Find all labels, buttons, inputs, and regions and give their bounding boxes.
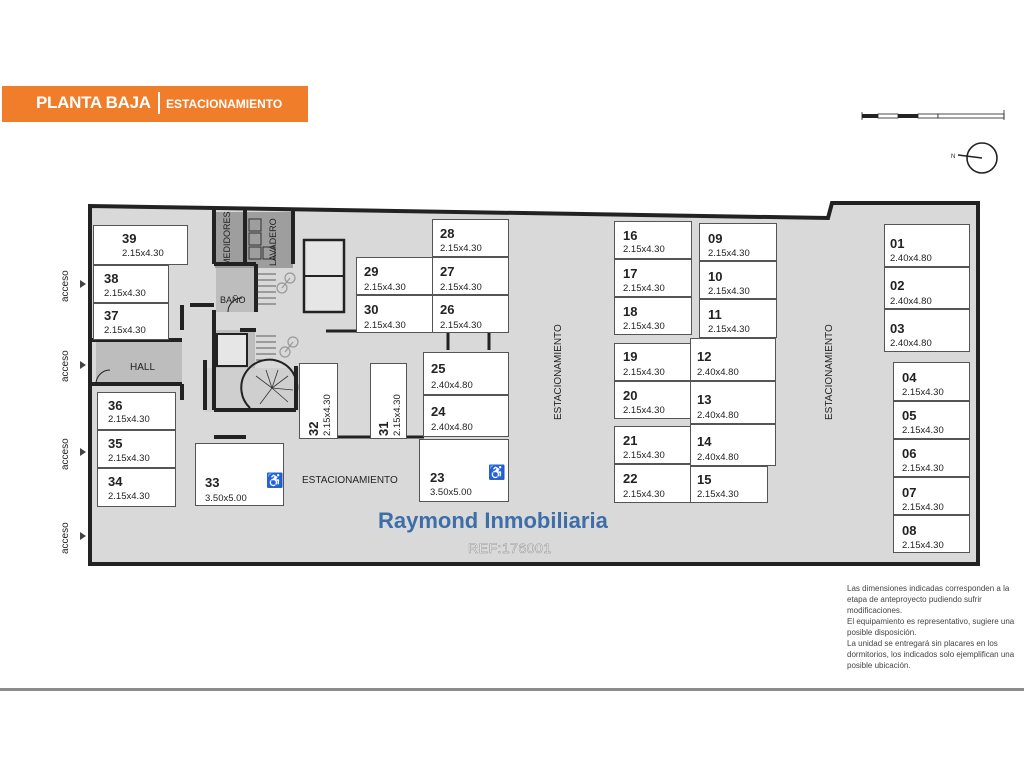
- medidores-label: MEDIDORES: [222, 211, 232, 266]
- access-label: acceso: [60, 522, 71, 554]
- brand-watermark: Raymond Inmobiliaria: [378, 508, 608, 533]
- parking-spot-14[interactable]: 14 2.40x4.80: [690, 424, 776, 466]
- access-label: acceso: [60, 270, 71, 302]
- wheelchair-icon: ♿: [266, 472, 284, 488]
- parking-spot-31[interactable]: 31 2.15x4.30: [370, 363, 407, 439]
- parking-spot-29[interactable]: 29 2.15x4.30: [356, 257, 433, 295]
- footer-divider: [0, 688, 1024, 691]
- title-separator: [158, 92, 160, 114]
- note-2: El equipamiento es representativo, sugie…: [847, 617, 1015, 637]
- bano-label: BAÑO: [220, 295, 246, 305]
- parking-spot-20[interactable]: 20 2.15x4.30: [614, 381, 692, 419]
- parking-spot-37[interactable]: 37 2.15x4.30: [93, 303, 169, 340]
- parking-spot-34[interactable]: 34 2.15x4.30: [97, 468, 176, 507]
- parking-spot-10[interactable]: 10 2.15x4.30: [699, 261, 777, 299]
- parking-area-label: ESTACIONAMIENTO: [302, 475, 398, 486]
- parking-spot-12[interactable]: 12 2.40x4.80: [690, 338, 776, 381]
- parking-spot-27[interactable]: 27 2.15x4.30: [432, 257, 509, 295]
- parking-spot-19[interactable]: 19 2.15x4.30: [614, 343, 692, 381]
- parking-spot-32[interactable]: 32 2.15x4.30: [299, 363, 338, 439]
- parking-spot-36[interactable]: 36 2.15x4.30: [97, 392, 176, 430]
- parking-spot-06[interactable]: 06 2.15x4.30: [893, 439, 970, 477]
- parking-spot-30[interactable]: 30 2.15x4.30: [356, 295, 433, 333]
- hall-label: HALL: [130, 362, 156, 373]
- parking-spot-02[interactable]: 02 2.40x4.80: [884, 267, 970, 309]
- parking-spot-39[interactable]: 39 2.15x4.30: [93, 225, 188, 265]
- access-label: acceso: [60, 350, 71, 382]
- north-arrow-icon: N: [951, 142, 998, 174]
- parking-spot-01[interactable]: 01 2.40x4.80: [884, 224, 970, 267]
- access-label: acceso: [60, 438, 71, 470]
- note-3: La unidad se entregará sin placares en l…: [847, 639, 1015, 670]
- parking-spot-18[interactable]: 18 2.15x4.30: [614, 297, 692, 335]
- parking-spot-25[interactable]: 25 2.40x4.80: [423, 352, 509, 395]
- note-1: Las dimensiones indicadas corresponden a…: [847, 584, 1010, 615]
- parking-spot-16[interactable]: 16 2.15x4.30: [614, 221, 692, 259]
- lavadero-label: LAVADERO: [268, 218, 278, 266]
- page-subtitle: ESTACIONAMIENTO: [166, 97, 283, 111]
- parking-spot-07[interactable]: 07 2.15x4.30: [893, 477, 970, 515]
- parking-spot-24[interactable]: 24 2.40x4.80: [423, 395, 509, 437]
- parking-spot-03[interactable]: 03 2.40x4.80: [884, 309, 970, 352]
- title-banner: [2, 86, 308, 122]
- svg-text:N: N: [951, 154, 955, 160]
- parking-spot-15[interactable]: 15 2.15x4.30: [690, 466, 768, 503]
- wheelchair-icon: ♿: [488, 464, 506, 480]
- parking-spot-28[interactable]: 28 2.15x4.30: [432, 219, 509, 257]
- parking-spot-09[interactable]: 09 2.15x4.30: [699, 223, 777, 261]
- reference-code: REF:176001: [468, 540, 552, 557]
- parking-spot-17[interactable]: 17 2.15x4.30: [614, 259, 692, 297]
- parking-area-label: ESTACIONAMIENTO: [553, 324, 564, 420]
- parking-spot-13[interactable]: 13 2.40x4.80: [690, 381, 776, 424]
- parking-spot-11[interactable]: 11 2.15x4.30: [699, 299, 777, 338]
- parking-spot-35[interactable]: 35 2.15x4.30: [97, 430, 176, 468]
- parking-spot-08[interactable]: 08 2.15x4.30: [893, 515, 970, 553]
- parking-spot-21[interactable]: 21 2.15x4.30: [614, 426, 692, 464]
- parking-spot-04[interactable]: 04 2.15x4.30: [893, 362, 970, 401]
- parking-spot-33[interactable]: 33 3.50x5.00 ♿: [195, 443, 284, 506]
- bicycle-icon: [276, 272, 299, 358]
- parking-spot-38[interactable]: 38 2.15x4.30: [93, 265, 169, 303]
- parking-spot-23[interactable]: 23 3.50x5.00 ♿: [419, 439, 509, 502]
- disclaimer-notes: Las dimensiones indicadas corresponden a…: [847, 583, 1019, 671]
- parking-spot-26[interactable]: 26 2.15x4.30: [432, 295, 509, 333]
- parking-spot-22[interactable]: 22 2.15x4.30: [614, 464, 692, 503]
- scale-bar-icon: [861, 110, 1005, 120]
- parking-area-label: ESTACIONAMIENTO: [824, 324, 835, 420]
- parking-spot-05[interactable]: 05 2.15x4.30: [893, 401, 970, 439]
- page-title: PLANTA BAJA: [36, 93, 151, 112]
